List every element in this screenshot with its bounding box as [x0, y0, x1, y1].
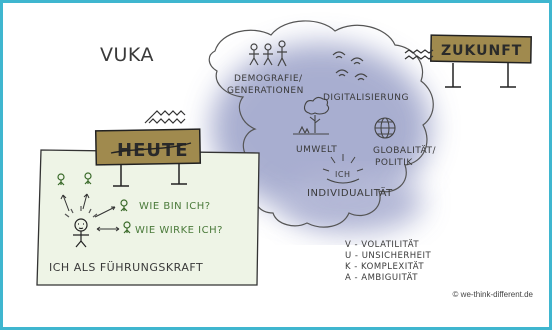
vuka-item-k: K - KOMPLEXITÄT — [345, 261, 424, 272]
relation-arrows — [60, 193, 120, 232]
tree-icon — [293, 96, 330, 135]
cloud-outline — [208, 20, 434, 228]
sketch-canvas: VUKA DEMOGRAFIE/ GENERATIONEN DIGITALISI… — [36, 20, 532, 286]
leader-caption: ICH ALS FÜHRUNGSKRAFT — [49, 261, 203, 274]
topic-individualitaet: INDIVIDUALITÄT — [307, 186, 393, 199]
cloud-shading — [211, 43, 431, 233]
ich-icon — [322, 154, 364, 184]
vuka-item-u: U - UNSICHERHEIT — [345, 251, 432, 261]
topic-umwelt: UMWELT — [296, 145, 337, 155]
question-wie-wirke-ich: WIE WIRKE ICH? — [135, 225, 223, 236]
heute-sign: HEUTE — [94, 110, 202, 187]
vuka-item-a: A - AMBIGUITÄT — [345, 272, 418, 283]
question-wie-bin-ich: WIE BIN ICH? — [139, 201, 211, 212]
leader-figure — [64, 206, 98, 248]
person-figures — [57, 172, 131, 234]
topic-globalitaet-line1: GLOBALITÄT/ — [373, 145, 437, 156]
topic-digitalisierung: DIGITALISIERUNG — [323, 93, 409, 103]
people-icon — [249, 40, 287, 67]
credit-line: © we-think-different.de — [452, 290, 533, 299]
ich-small-label: ICH — [335, 170, 350, 179]
wifi-icon — [332, 51, 368, 81]
vuka-title: VUKA — [100, 44, 154, 66]
vuka-item-v: V - VOLATILITÄT — [345, 239, 419, 250]
topic-globalitaet-line2: POLITIK — [375, 158, 413, 168]
heute-label: HEUTE — [117, 140, 189, 161]
zukunft-label: ZUKUNFT — [441, 43, 522, 59]
zukunft-sign: ZUKUNFT — [404, 34, 532, 88]
topic-demografie-line2: GENERATIONEN — [227, 86, 304, 96]
topic-demografie-line1: DEMOGRAFIE/ — [234, 74, 303, 84]
globe-icon — [374, 117, 396, 139]
